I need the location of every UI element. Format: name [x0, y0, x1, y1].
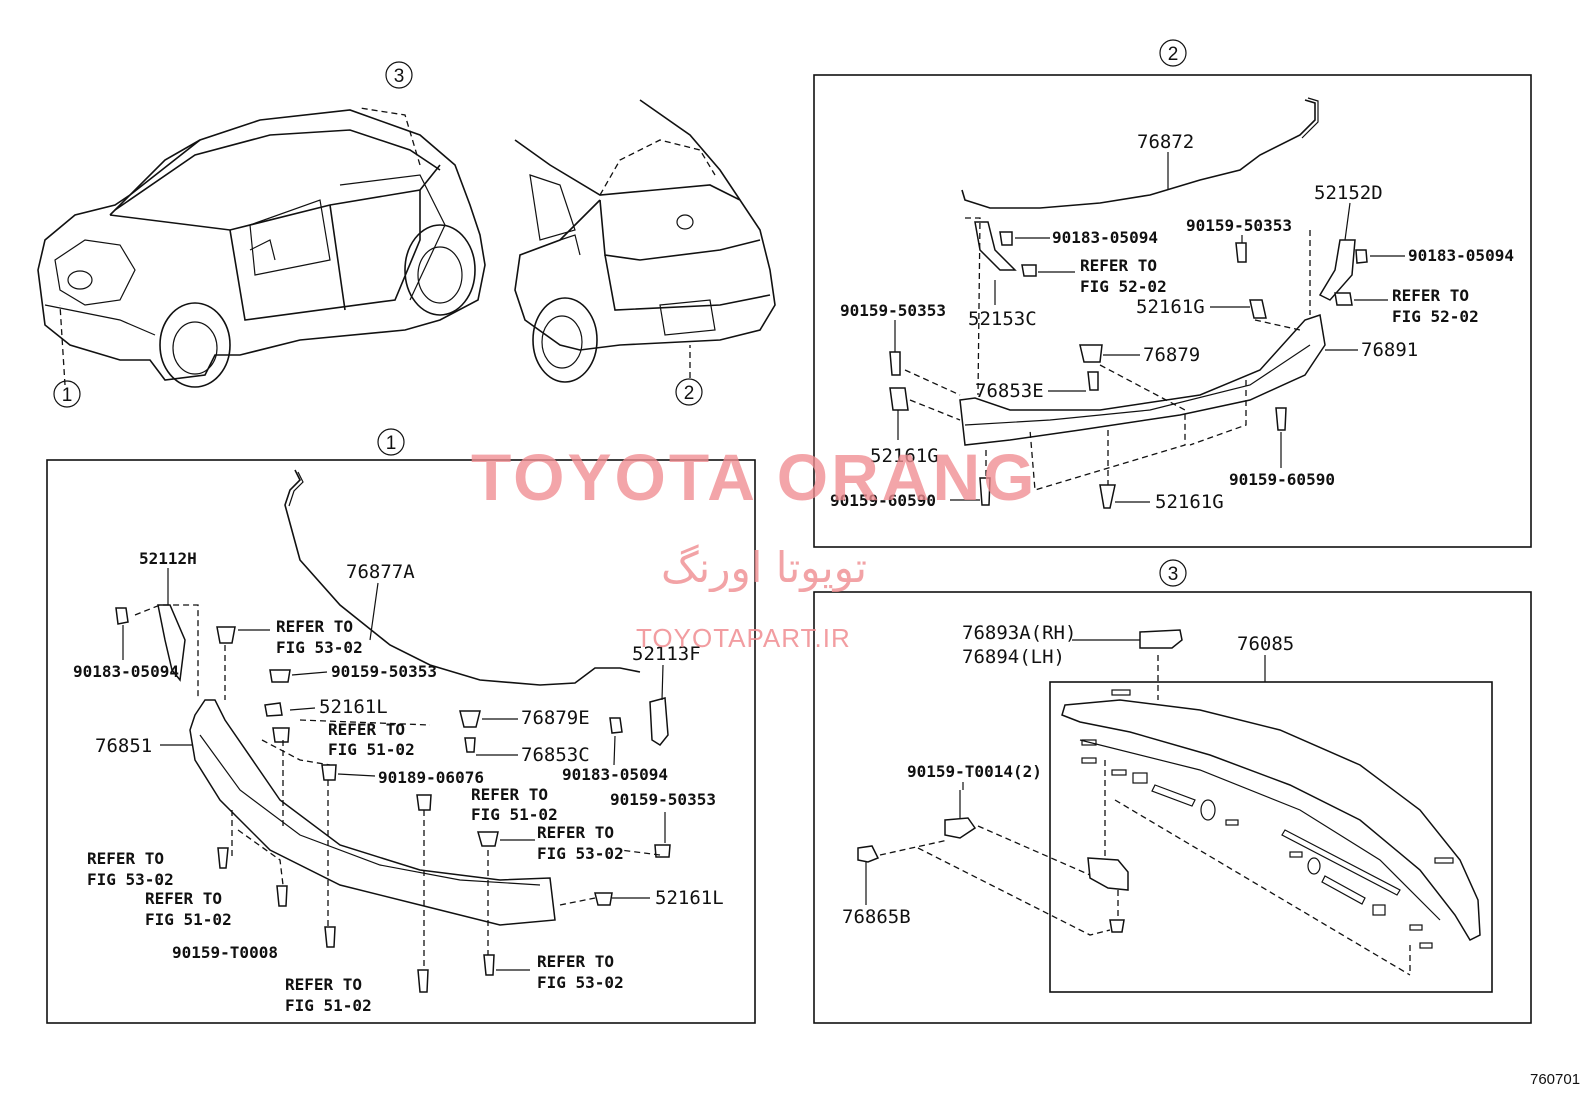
label-90159-50353-a: 90159-50353	[331, 662, 437, 681]
callout-1-panel-label: 1	[386, 433, 397, 454]
callout-1-panel	[377, 428, 405, 456]
car-front-view	[37, 107, 486, 388]
label-refer52b-1: REFER TO	[1392, 286, 1469, 305]
panel-3-leaders	[865, 639, 1266, 905]
callout-1-car	[53, 380, 81, 408]
panel-2-parts	[889, 97, 1368, 509]
panel-1-parts	[115, 469, 671, 993]
label-refer51b-1: REFER TO	[471, 785, 548, 804]
label-76853E: 76853E	[975, 380, 1044, 402]
label-76879: 76879	[1143, 344, 1200, 366]
label-52152D: 52152D	[1314, 182, 1383, 204]
callout-3-panel-label: 3	[1168, 564, 1179, 585]
label-76891: 76891	[1361, 339, 1418, 361]
callout-2-car-label: 2	[684, 383, 695, 404]
label-76894-LH: 76894(LH)	[962, 646, 1065, 668]
callout-2-panel-label: 2	[1168, 44, 1179, 65]
label-refer51b-2: FIG 51-02	[471, 805, 558, 824]
label-90159-50353-b: 90159-50353	[610, 790, 716, 809]
label-refer51c-2: FIG 51-02	[145, 910, 232, 929]
callout-3-top	[385, 61, 413, 89]
callout-2-panel	[1159, 39, 1187, 67]
panel-3-parts	[857, 629, 1481, 976]
panel-3-inner-frame	[1049, 681, 1493, 993]
label-refer53d-1: REFER TO	[537, 952, 614, 971]
label-90159-T0008: 90159-T0008	[172, 943, 278, 962]
label-90159-T0014: 90159-T0014(2)	[907, 762, 1042, 781]
callout-1-car-label: 1	[62, 385, 73, 406]
label-90159-50353-p2b: 90159-50353	[840, 301, 946, 320]
label-refer51d-2: FIG 51-02	[285, 996, 372, 1015]
watermark-brand: TOYOTA ORANG	[471, 440, 1037, 514]
label-90183-05094-a: 90183-05094	[73, 662, 179, 681]
label-90159-60590-b: 90159-60590	[1229, 470, 1335, 489]
panel-1-frame	[46, 459, 756, 1024]
label-90159-60590-a: 90159-60590	[830, 491, 936, 510]
label-refer51d-1: REFER TO	[285, 975, 362, 994]
callout-3-top-label: 3	[394, 66, 405, 87]
watermark-url: TOYOTAPART.IR	[636, 623, 851, 653]
label-76872: 76872	[1137, 131, 1194, 153]
label-90183-05094-b: 90183-05094	[562, 765, 668, 784]
label-refer51c-1: REFER TO	[145, 889, 222, 908]
panel-3-frame	[813, 591, 1532, 1024]
label-52112H: 52112H	[139, 549, 197, 568]
label-90183-05094-p2b: 90183-05094	[1408, 246, 1514, 265]
label-refer51a-1: REFER TO	[328, 720, 405, 739]
label-76893A-RH: 76893A(RH)	[962, 622, 1076, 644]
label-76865B: 76865B	[842, 906, 911, 928]
callout-3-panel	[1159, 559, 1187, 587]
label-refer52a-2: FIG 52-02	[1080, 277, 1167, 296]
label-90159-50353-p2a: 90159-50353	[1186, 216, 1292, 235]
label-76877A: 76877A	[346, 561, 415, 583]
panel-1-leaders	[122, 568, 666, 971]
car-rear-view	[514, 99, 776, 383]
watermark-persian: تویوتا اورنگ	[661, 543, 867, 592]
label-52161G-a: 52161G	[1136, 296, 1205, 318]
label-refer53a-2: FIG 53-02	[276, 638, 363, 657]
panel-2-leaders	[894, 152, 1405, 503]
label-52113F: 52113F	[632, 643, 701, 665]
label-refer53b-2: FIG 53-02	[537, 844, 624, 863]
label-52153C: 52153C	[968, 308, 1037, 330]
label-refer53c-1: REFER TO	[87, 849, 164, 868]
label-refer53b-1: REFER TO	[537, 823, 614, 842]
label-90189-06076: 90189-06076	[378, 768, 484, 787]
label-52161G-b: 52161G	[870, 445, 939, 467]
label-76851: 76851	[95, 735, 152, 757]
label-90183-05094-p2a: 90183-05094	[1052, 228, 1158, 247]
panel-2-frame	[813, 74, 1532, 548]
label-76085: 76085	[1237, 633, 1294, 655]
label-refer53d-2: FIG 53-02	[537, 973, 624, 992]
figure-id: 760701	[1530, 1071, 1580, 1088]
label-52161G-c: 52161G	[1155, 491, 1224, 513]
label-refer53c-2: FIG 53-02	[87, 870, 174, 889]
label-76879E: 76879E	[521, 707, 590, 729]
label-52161L-a: 52161L	[319, 696, 388, 718]
label-refer51a-2: FIG 51-02	[328, 740, 415, 759]
label-refer52b-2: FIG 52-02	[1392, 307, 1479, 326]
label-refer53a-1: REFER TO	[276, 617, 353, 636]
label-refer52a-1: REFER TO	[1080, 256, 1157, 275]
label-52161L-b: 52161L	[655, 887, 724, 909]
callout-2-car	[675, 378, 703, 406]
label-76853C: 76853C	[521, 744, 590, 766]
